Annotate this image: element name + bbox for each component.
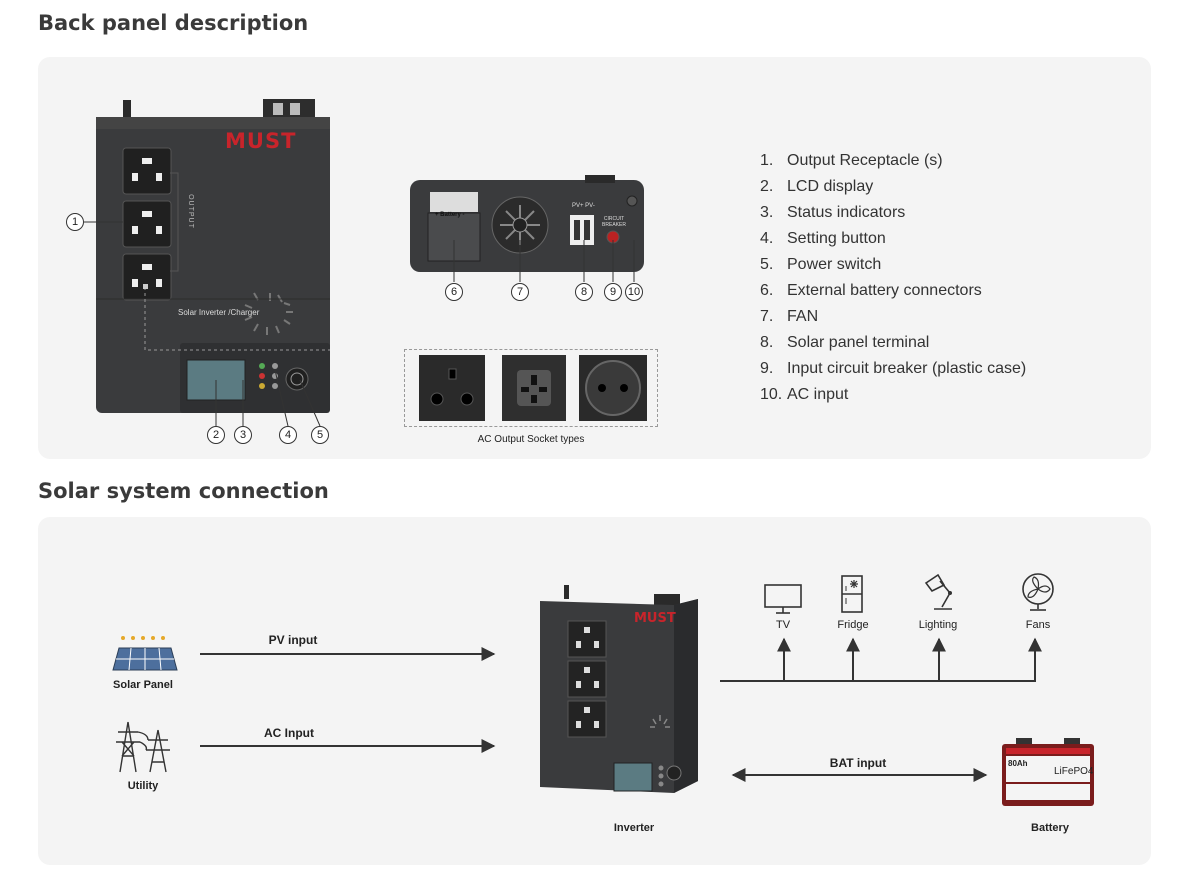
legend-item-text: Input circuit breaker (plastic case) xyxy=(787,360,1027,377)
bottom-callout-leaders xyxy=(453,240,635,282)
legend-item-text: FAN xyxy=(787,308,819,325)
socket-types-images xyxy=(419,355,647,421)
legend-item-number: 9. xyxy=(760,360,774,377)
socket-types-caption: AC Output Socket types xyxy=(477,434,585,445)
callout-10: 10 xyxy=(625,283,643,301)
pv-label: PV+ PV- xyxy=(572,203,595,209)
legend-item-text: Setting button xyxy=(787,230,886,247)
bat-input-label: BAT input xyxy=(829,756,887,770)
legend-item: 6. External battery connectors xyxy=(760,278,1026,304)
legend-item: 3. Status indicators xyxy=(760,200,1026,226)
pv-input-label: PV input xyxy=(268,633,318,647)
solar-panel-label: Solar Panel xyxy=(113,679,173,691)
legend-item-text: AC input xyxy=(787,386,849,403)
utility-label: Utility xyxy=(127,780,159,792)
ac-input-label: AC Input xyxy=(264,726,314,740)
brand-logo: MUST xyxy=(225,129,297,153)
lighting-label: Lighting xyxy=(918,619,958,631)
lamp-icon xyxy=(924,573,952,610)
output-label: OUTPUT xyxy=(186,194,194,229)
callout-1-leader xyxy=(84,221,123,223)
solar-panel-icon xyxy=(112,636,178,671)
legend-item: 8. Solar panel terminal xyxy=(760,330,1026,356)
tv-icon xyxy=(764,584,802,614)
front-callout-leaders xyxy=(215,370,321,427)
legend-item-number: 10. xyxy=(760,386,783,403)
callout-4: 4 xyxy=(279,426,297,444)
legend-item-number: 8. xyxy=(760,334,774,351)
legend-item-number: 1. xyxy=(760,152,774,169)
fan-icon xyxy=(1022,573,1054,611)
legend-item-text: Power switch xyxy=(787,256,882,273)
legend-item-number: 4. xyxy=(760,230,774,247)
legend-item: 9. Input circuit breaker (plastic case) xyxy=(760,356,1026,382)
legend-item-number: 2. xyxy=(760,178,774,195)
inverter-illustration xyxy=(540,585,698,793)
callout-1: 1 xyxy=(66,213,84,231)
callout-9: 9 xyxy=(604,283,622,301)
callout-8: 8 xyxy=(575,283,593,301)
callout-7: 7 xyxy=(511,283,529,301)
callout-3: 3 xyxy=(234,426,252,444)
inverter-front-view xyxy=(96,99,330,413)
legend-item: 2. LCD display xyxy=(760,174,1026,200)
legend-item: 4. Setting button xyxy=(760,226,1026,252)
legend-item: 1. Output Receptacle (s) xyxy=(760,148,1026,174)
battery-label: + Battery - xyxy=(435,212,465,218)
legend-list: 1. Output Receptacle (s) 2. LCD display 3. St… xyxy=(760,148,1026,408)
legend-item: 7. FAN xyxy=(760,304,1026,330)
legend-item-text: LCD display xyxy=(787,178,874,195)
inverter-brand-logo: MUST xyxy=(634,611,676,626)
fridge-label: Fridge xyxy=(837,619,869,631)
socket-types-box xyxy=(404,349,658,427)
callout-5: 5 xyxy=(311,426,329,444)
tv-label: TV xyxy=(775,619,791,631)
battery-capacity: 80Ah xyxy=(1008,759,1028,768)
callout-6: 6 xyxy=(445,283,463,301)
back-panel-title: Back panel description xyxy=(38,11,309,35)
breaker-label: CIRCUIT BREAKER xyxy=(602,216,626,228)
legend-item-text: Solar panel terminal xyxy=(787,334,930,351)
legend-item-number: 5. xyxy=(760,256,774,273)
legend-item: 10.AC input xyxy=(760,382,1026,408)
utility-tower-icon xyxy=(116,721,170,773)
model-label: Solar Inverter /Charger xyxy=(178,308,260,317)
inverter-label: Inverter xyxy=(613,822,655,834)
legend-item-text: External battery connectors xyxy=(787,282,982,299)
callout-2: 2 xyxy=(207,426,225,444)
legend-item-text: Status indicators xyxy=(787,204,906,221)
battery-chemistry: LiFePO4 xyxy=(1054,766,1094,777)
legend-item-number: 7. xyxy=(760,308,774,325)
battery-label: Battery xyxy=(1031,822,1069,834)
battery-illustration xyxy=(1002,738,1094,806)
solar-connection-title: Solar system connection xyxy=(38,479,329,503)
legend-item-text: Output Receptacle (s) xyxy=(787,152,943,169)
fans-label: Fans xyxy=(1025,619,1051,631)
legend-item-number: 6. xyxy=(760,282,774,299)
legend-item-number: 3. xyxy=(760,204,774,221)
fridge-icon xyxy=(841,575,863,613)
legend-item: 5. Power switch xyxy=(760,252,1026,278)
